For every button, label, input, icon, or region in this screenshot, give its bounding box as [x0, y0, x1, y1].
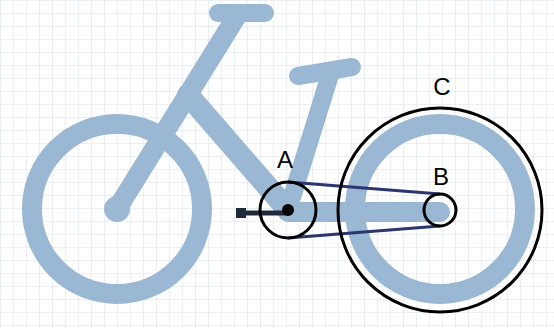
bike-frame [32, 13, 525, 294]
down-tube [188, 95, 288, 210]
rear-tire-outline [338, 108, 542, 312]
point-label: A [277, 148, 293, 172]
point-label: C [433, 75, 450, 99]
seat [298, 67, 352, 76]
pedal [236, 208, 246, 218]
front-hub [104, 196, 130, 222]
rear-sprocket [424, 194, 456, 226]
fork [117, 14, 238, 209]
front-wheel [32, 124, 202, 294]
chainring [260, 182, 316, 238]
point-label: B [433, 165, 449, 189]
crank-axle [282, 204, 294, 216]
handlebar [218, 4, 265, 22]
chain-stay [288, 202, 440, 222]
